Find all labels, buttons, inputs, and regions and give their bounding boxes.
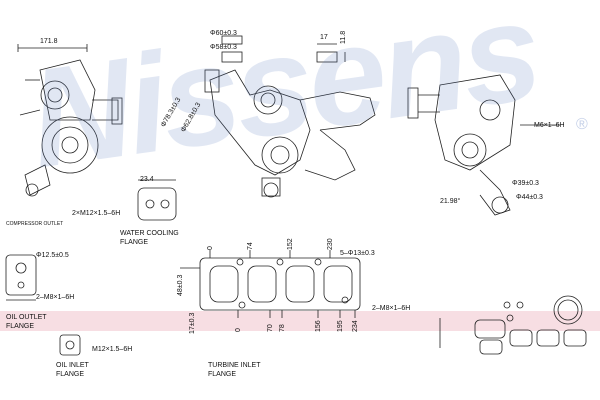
dim-m12-top: 2×M12×1.5–6H [72,210,121,217]
dim-bot-78: 78 [279,324,286,332]
compressor-outlet-label: COMPRESSOR OUTLET [6,221,64,227]
oil-outlet-highlight-band [0,311,600,331]
dim-bot-156: 156 [315,320,322,332]
dim-23-4: 23.4 [140,176,154,183]
turbine-inlet-flange-drawing [180,250,361,318]
dim-17: 17 [320,34,328,41]
water-cooling-label: WATER COOLING [120,230,179,237]
turbo-side-view-right [407,74,560,216]
oil-outlet-flange-label: FLANGE [6,323,35,330]
dim-m12-bottom: M12×1.5–6H [92,346,133,353]
water-cooling-flange-drawing [137,179,177,221]
gasket-kit [439,295,587,355]
dim-phi-39: Φ39±0.3 [512,180,539,187]
dim-phi-58: Φ58±0.3 [210,44,237,51]
dim-17-v: 17±0.3 [189,312,196,334]
dim-phi-12-5: Φ12.5±0.5 [36,252,69,259]
dim-m8-left: 2–M8×1–6H [36,294,75,301]
dim-m8-right: 2–M8×1–6H [372,305,411,312]
dim-bot-195: 195 [337,320,344,332]
dim-bot-0: 0 [235,328,242,332]
oil-inlet-label: OIL INLET [56,362,89,369]
dim-21-98: 21.98° [440,198,461,205]
dim-bot-70: 70 [267,324,274,332]
water-cooling-flange-label: FLANGE [120,239,149,246]
dim-171-8: 171.8 [40,38,58,45]
oil-outlet-label: OIL OUTLET [6,314,47,321]
oil-inlet-flange-drawing [59,334,81,356]
turbo-side-view-left [17,44,123,197]
dim-11-8: 11.8 [340,30,347,44]
dim-phi-60: Φ60±0.3 [210,30,237,37]
turbine-inlet-flange-label: FLANGE [208,371,237,378]
oil-inlet-flange-label: FLANGE [56,371,85,378]
clamp-detail [316,43,346,63]
registered-mark: ® [576,116,588,133]
dim-top-152: 152 [287,238,294,250]
dim-m6: M6×1–6H [534,122,565,129]
dim-phi-44: Φ44±0.3 [516,194,543,201]
dim-48: 48±0.3 [177,274,184,296]
dim-top-0: 0 [207,246,214,250]
dim-top-230: 230 [327,238,334,250]
dim-5-phi-13: 5–Φ13±0.3 [340,250,375,257]
oil-outlet-flange-drawing [5,254,37,301]
dim-top-74: 74 [247,242,254,250]
turbo-top-view [204,35,376,198]
dim-bot-234: 234 [352,320,359,332]
turbine-inlet-label: TURBINE INLET [208,362,261,369]
